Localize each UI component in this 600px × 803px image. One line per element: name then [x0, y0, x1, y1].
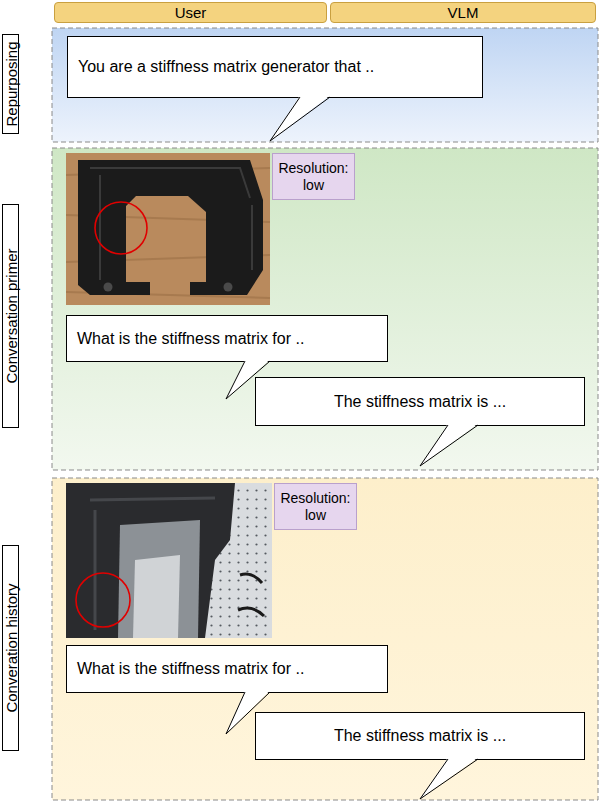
node-text: The stiffness matrix is ... — [334, 726, 506, 745]
section-label: Conversation primer — [2, 204, 19, 428]
node-text: What is the stiffness matrix for .. — [77, 329, 304, 348]
bubble-tail — [255, 759, 585, 801]
part-photo — [66, 483, 272, 638]
speech-bubble: What is the stiffness matrix for .. — [66, 645, 388, 693]
repurposing-band — [52, 28, 598, 142]
bubble-tail — [67, 97, 483, 143]
node-text: Converation history — [2, 583, 19, 712]
history-band — [52, 478, 598, 800]
section-label: Converation history — [2, 545, 19, 751]
node-text: What is the stiffness matrix for .. — [77, 659, 304, 678]
resolution-tag: Resolution: low — [274, 483, 357, 530]
part-photo — [66, 153, 270, 305]
node-text: You are a stiffness matrix generator tha… — [78, 57, 374, 76]
speech-bubble: The stiffness matrix is ... — [255, 712, 585, 760]
header-tab: VLM — [330, 2, 596, 23]
section-label: Repurposing — [2, 34, 19, 134]
speech-bubble: The stiffness matrix is ... — [255, 377, 585, 426]
primer-band — [52, 148, 598, 470]
node-text: Resolution: low — [277, 160, 350, 194]
bubble-tail — [255, 425, 585, 468]
resolution-tag: Resolution: low — [272, 153, 355, 200]
node-text: Conversation primer — [2, 248, 19, 383]
header-tab: User — [54, 2, 327, 23]
node-text: VLM — [448, 4, 479, 21]
node-text: The stiffness matrix is ... — [334, 392, 506, 411]
node-text: Resolution: low — [279, 490, 352, 524]
node-text: Repurposing — [2, 41, 19, 126]
speech-bubble: You are a stiffness matrix generator tha… — [67, 36, 483, 98]
node-text: User — [175, 4, 207, 21]
speech-bubble: What is the stiffness matrix for .. — [66, 315, 388, 362]
